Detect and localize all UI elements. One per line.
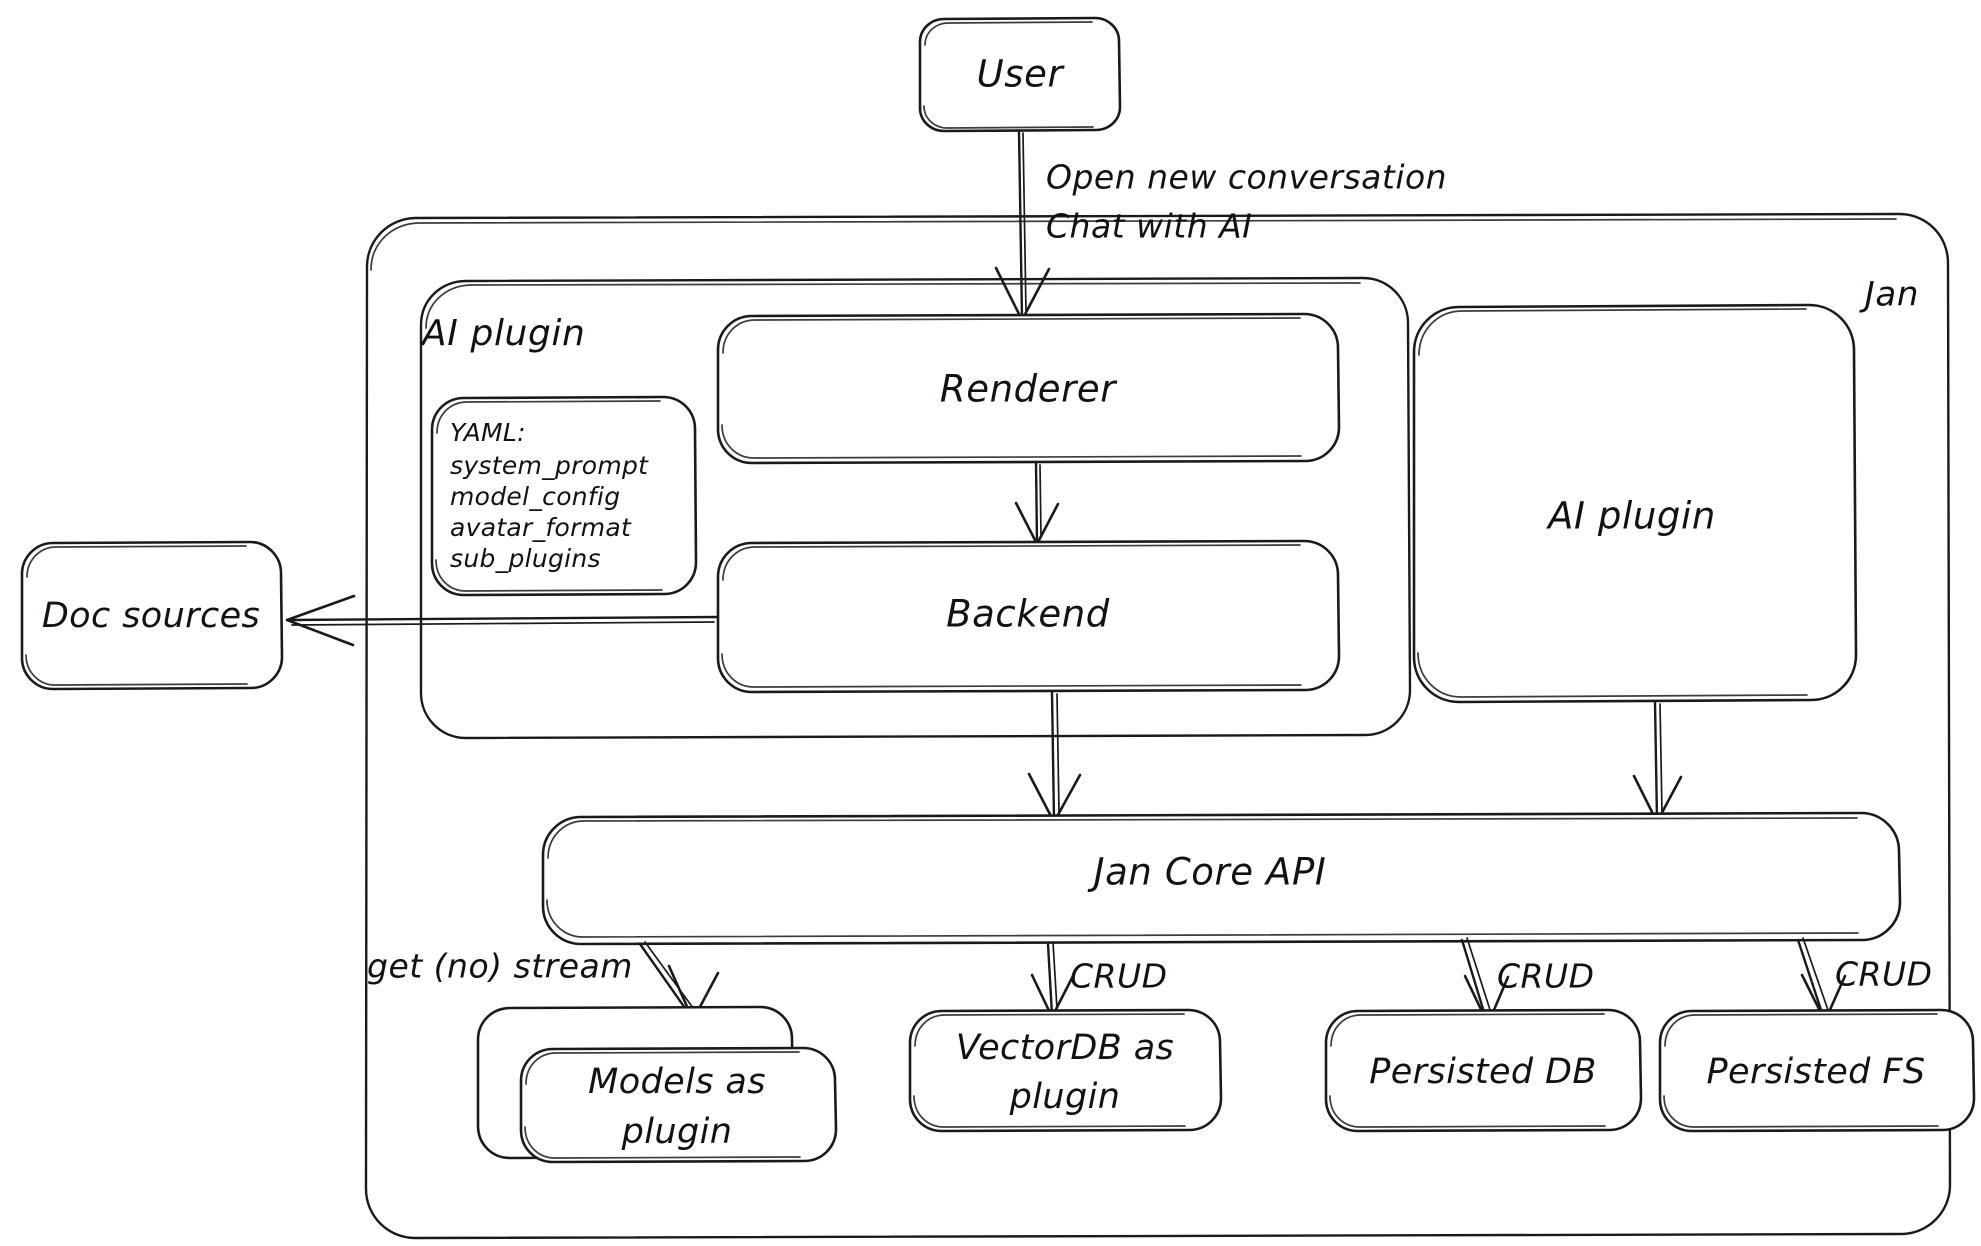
edge-backend-to-doc-sources-line-sketch <box>291 621 715 626</box>
edge-core-to-persisted-fs-label: CRUD <box>1835 955 1933 994</box>
renderer-node-outline <box>716 312 1341 465</box>
vectordb-as-plugin-node-outline <box>908 1008 1223 1133</box>
edge-core-to-vectordb: CRUD <box>1030 941 1168 1019</box>
edge-backend-to-core-line <box>1050 690 1056 822</box>
yaml-line-2: model_config <box>450 482 620 511</box>
edge-ai-plugin-to-core-line-sketch <box>1659 703 1663 813</box>
renderer-node-label: Renderer <box>940 368 1118 411</box>
ai-plugin-right-node[interactable]: AI plugin <box>1412 303 1858 704</box>
doc-sources-node-outline <box>20 540 284 691</box>
jan-core-api-node-label: Jan Core API <box>1087 851 1327 894</box>
edge-core-to-persisted-db-line-sketch <box>1466 937 1493 1017</box>
edge-core-to-persisted-db: CRUD <box>1460 937 1595 1026</box>
doc-sources-node-label: Doc sources <box>42 596 260 636</box>
edge-backend-to-core-line-sketch <box>1056 693 1060 813</box>
edge-user-to-renderer: Open new conversation Chat with AI <box>994 129 1447 322</box>
persisted-fs-node-sketch <box>1663 1013 1939 1128</box>
jan-container-outline <box>364 212 1952 1240</box>
jan-core-api-node[interactable]: Jan Core API <box>541 811 1902 946</box>
doc-sources-node-sketch <box>25 545 248 686</box>
doc-sources-node[interactable]: Doc sources <box>20 540 284 691</box>
yaml-config-box[interactable]: YAML: system_prompt model_config avatar_… <box>430 395 698 597</box>
persisted-db-node[interactable]: Persisted DB <box>1324 1008 1643 1133</box>
ai-plugin-right-node-outline <box>1412 303 1858 704</box>
backend-node[interactable]: Backend <box>716 539 1341 694</box>
edge-core-to-models-line <box>638 942 694 1020</box>
edge-ai-plugin-to-core <box>1632 700 1683 824</box>
yaml-line-3: avatar_format <box>450 513 632 542</box>
yaml-config-box-outline <box>430 395 698 597</box>
renderer-node-sketch <box>721 317 1302 459</box>
user-node[interactable]: User <box>918 16 1122 133</box>
yaml-line-1: system_prompt <box>450 451 649 480</box>
backend-node-sketch <box>721 544 1302 688</box>
vectordb-as-plugin-node-sketch <box>913 1013 1186 1128</box>
backend-node-outline <box>716 539 1341 694</box>
edge-user-to-renderer-label-line2: Chat with AI <box>1046 207 1252 246</box>
user-node-outline <box>918 16 1122 133</box>
yaml-line-0: YAML: <box>450 418 526 447</box>
user-node-label: User <box>977 53 1066 96</box>
edge-renderer-to-backend <box>1014 461 1060 546</box>
user-node-sketch <box>923 21 1094 129</box>
edge-user-to-renderer-line-sketch <box>1022 132 1027 313</box>
yaml-config-box-sketch <box>435 400 663 592</box>
edge-core-to-persisted-fs: CRUD <box>1796 937 1933 1023</box>
ai-plugin-group-label: AI plugin <box>420 313 585 354</box>
edge-core-to-vectordb-line <box>1046 942 1054 1017</box>
ai-plugin-group-sketch <box>425 282 1361 329</box>
edge-backend-to-doc-sources-arrowhead <box>285 594 356 647</box>
jan-core-api-node-sketch <box>546 817 1859 938</box>
edge-renderer-to-backend-line-sketch <box>1039 464 1042 537</box>
edge-core-to-models: get (no) stream <box>367 941 720 1022</box>
edge-backend-to-doc-sources-line <box>286 615 720 622</box>
models-as-plugin-node-label-line1: Models as <box>588 1062 766 1102</box>
models-as-plugin-node-front-outline <box>519 1046 838 1164</box>
yaml-line-4: sub_plugins <box>450 544 601 573</box>
edge-core-to-persisted-fs-line-sketch <box>1802 937 1830 1014</box>
edge-core-to-models-line-sketch <box>644 941 697 1013</box>
edge-user-to-renderer-label-line1: Open new conversation <box>1046 158 1447 197</box>
persisted-db-node-label: Persisted DB <box>1369 1052 1597 1092</box>
edge-renderer-to-backend-line <box>1034 461 1039 544</box>
edge-core-to-persisted-db-line <box>1460 938 1489 1024</box>
persisted-fs-node-label: Persisted FS <box>1707 1052 1926 1092</box>
jan-container-sketch <box>370 218 1897 271</box>
persisted-db-node-sketch <box>1329 1013 1606 1128</box>
jan-container-label: Jan <box>1859 275 1919 315</box>
models-as-plugin-node-label-line2: plugin <box>621 1112 733 1152</box>
persisted-db-node-outline <box>1324 1008 1643 1133</box>
vectordb-as-plugin-node-label-line2: plugin <box>1009 1077 1121 1117</box>
backend-node-label: Backend <box>946 593 1110 636</box>
edge-ai-plugin-to-core-line <box>1653 700 1659 822</box>
vectordb-as-plugin-node-label-line1: VectorDB as <box>956 1028 1174 1068</box>
ai-plugin-right-node-sketch <box>1417 308 1808 698</box>
edge-core-to-models-label: get (no) stream <box>367 947 633 986</box>
persisted-fs-node[interactable]: Persisted FS <box>1658 1008 1976 1133</box>
edge-backend-to-doc-sources <box>285 594 720 647</box>
jan-container[interactable]: Jan <box>364 212 1952 1240</box>
edge-user-to-renderer-line <box>1017 129 1024 320</box>
ai-plugin-right-node-label: AI plugin <box>1546 495 1716 538</box>
edge-core-to-persisted-db-label: CRUD <box>1497 957 1595 996</box>
renderer-node[interactable]: Renderer <box>716 312 1341 465</box>
edge-backend-to-core <box>1027 690 1082 824</box>
jan-core-api-node-outline <box>541 811 1902 946</box>
models-as-plugin-node[interactable]: Models as plugin <box>476 1005 838 1164</box>
edge-core-to-persisted-fs-line <box>1796 938 1826 1021</box>
edge-core-to-vectordb-line-sketch <box>1052 941 1058 1010</box>
edge-core-to-vectordb-label: CRUD <box>1070 957 1168 996</box>
vectordb-as-plugin-node[interactable]: VectorDB as plugin <box>908 1008 1223 1133</box>
ai-plugin-group[interactable]: AI plugin <box>419 276 1412 740</box>
ai-plugin-group-outline <box>419 276 1412 740</box>
models-as-plugin-node-sketch <box>524 1051 801 1159</box>
persisted-fs-node-outline <box>1658 1008 1976 1133</box>
